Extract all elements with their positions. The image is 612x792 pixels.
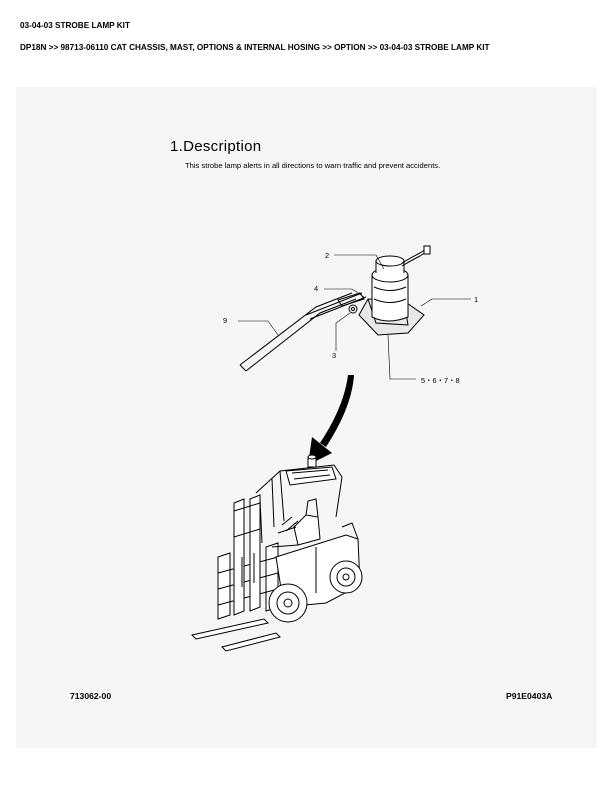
illustration-sheet: 1.Description This strobe lamp alerts in… <box>16 87 597 748</box>
strobe-lamp-assembly <box>239 245 431 372</box>
callout-2: 2 <box>325 251 330 260</box>
figure-code: P91E0403A <box>506 691 553 701</box>
callout-1: 1 <box>474 295 479 304</box>
forklift-illustration <box>191 454 363 652</box>
callout-leaders <box>238 254 471 380</box>
arrow-icon <box>308 375 354 465</box>
drawing-number: 713062-00 <box>70 691 112 701</box>
strobe-lamp-diagram <box>191 245 471 652</box>
page-title: 03-04-03 STROBE LAMP KIT <box>20 21 130 30</box>
callout-4: 4 <box>314 284 319 293</box>
callout-3: 3 <box>332 351 337 360</box>
section-description: This strobe lamp alerts in all direction… <box>185 161 441 170</box>
breadcrumb: DP18N >> 98713-06110 CAT CHASSIS, MAST, … <box>20 43 490 52</box>
callout-5-6-7-8: 5・6・7・8 <box>421 376 460 385</box>
callout-9: 9 <box>223 316 228 325</box>
section-heading: 1.Description <box>170 138 262 155</box>
